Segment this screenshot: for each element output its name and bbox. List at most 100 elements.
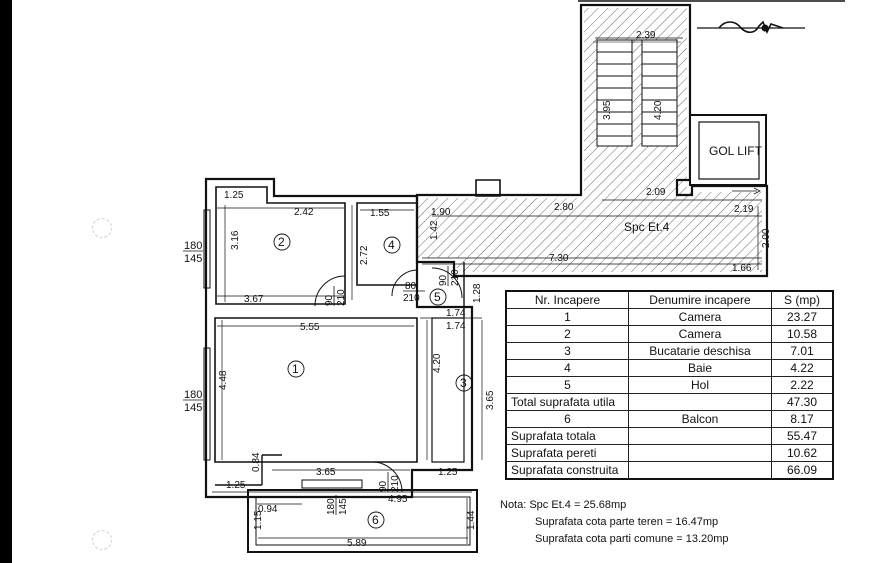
cell-name: Balcon [628, 410, 772, 428]
dim-r1-partition: 4.20 [432, 353, 443, 373]
table-row: 6 Balcon 8.17 [505, 410, 834, 428]
dim-r2-width: 2.42 [294, 207, 314, 218]
stair-steps [593, 39, 681, 147]
svg-text:4: 4 [388, 238, 395, 252]
cell-area: 8.17 [771, 410, 834, 428]
dim-corr-b: 2.80 [554, 202, 574, 213]
dim-outer-bottom: 4.95 [388, 494, 408, 505]
table-row: Suprafata pereti 10.62 [505, 444, 834, 462]
dim-r1-height: 4.48 [218, 370, 229, 390]
col-header-area: S (mp) [771, 290, 834, 309]
svg-text:210: 210 [403, 293, 420, 304]
dim-r2-bottom: 3.67 [244, 294, 264, 305]
cell-nr: Suprafata totala [505, 427, 629, 445]
table-row: 1 Camera 23.27 [505, 308, 834, 326]
area-table: Nr. Incapere Denumire incapere S (mp) 1 … [505, 290, 834, 480]
svg-text:5: 5 [434, 290, 441, 304]
door-label-d1: 90 210 [378, 472, 401, 492]
svg-text:2: 2 [278, 235, 285, 249]
cell-nr: 6 [505, 410, 629, 428]
dim-r1-bottom: 3.65 [316, 467, 336, 478]
door-label-d4: 80 210 [403, 281, 425, 304]
cell-nr: Suprafata construita [505, 461, 629, 480]
cell-nr: 5 [505, 376, 629, 394]
cell-area: 23.27 [771, 308, 834, 326]
plan-sheet: 2.39 3.95 4.20 GOL LIFT Spc Et.4 1.90 2.… [12, 0, 878, 563]
stair-width-label: 2.39 [636, 30, 656, 41]
window-label-balcony: 180 145 [326, 495, 349, 515]
svg-text:1: 1 [292, 362, 299, 376]
svg-text:145: 145 [338, 498, 349, 515]
dim-balcony-width: 5.89 [347, 538, 367, 549]
note-line-2: Suprafata cota parte teren = 16.47mp [535, 516, 719, 528]
svg-text:145: 145 [184, 402, 202, 414]
cell-nr: 3 [505, 342, 629, 360]
dim-corr-bottom-right: 1.66 [732, 263, 752, 274]
table-row: 5 Hol 2.22 [505, 376, 834, 394]
dim-r3-top-a: 1.74 [446, 308, 466, 319]
stairwell-zone [415, 3, 769, 278]
svg-text:3: 3 [460, 376, 467, 390]
dim-corr-a: 1.90 [431, 207, 451, 218]
dim-r3-top-b: 1.74 [446, 321, 466, 332]
svg-text:210: 210 [390, 475, 401, 492]
dim-r1-small: 0.84 [251, 452, 262, 472]
cell-nr: 2 [505, 325, 629, 343]
cell-nr: 1 [505, 308, 629, 326]
cell-nr: Total suprafata utila [505, 393, 629, 411]
window-upper [203, 209, 211, 289]
svg-text:210: 210 [450, 269, 461, 286]
col-header-nr: Nr. Incapere [505, 290, 629, 309]
dim-r5-height: 1.28 [472, 283, 483, 303]
door-swings [314, 267, 463, 493]
cell-area: 4.22 [771, 359, 834, 377]
cell-name: Baie [628, 359, 772, 377]
table-row: Suprafata totala 55.47 [505, 427, 834, 445]
window-lower [203, 347, 211, 461]
dim-balcony-height-left: 1.15 [253, 510, 264, 530]
note-line-3: Suprafata cota parti comune = 13.20mp [535, 533, 729, 545]
table-row: 3 Bucatarie deschisa 7.01 [505, 342, 834, 360]
stair-flight-left-label: 3.95 [602, 100, 613, 120]
dim-balcony-height-right: 1.44 [466, 510, 477, 530]
dim-r4-height: 2.72 [359, 245, 370, 265]
svg-text:180: 180 [326, 498, 337, 515]
window-label-lower: 180 145 [183, 389, 203, 414]
binder-hole [92, 218, 112, 238]
svg-text:80: 80 [405, 281, 417, 292]
svg-text:180: 180 [184, 389, 202, 401]
notes-block: Nota: Spc Et.4 = 25.68mp Suprafata cota … [500, 497, 729, 548]
cell-name: Camera [628, 325, 772, 343]
dim-corr-height-right: 2.00 [761, 228, 772, 248]
col-header-name: Denumire incapere [628, 290, 772, 309]
cell-area: 2.22 [771, 376, 834, 394]
cell-name [628, 461, 772, 480]
binder-hole [92, 530, 112, 550]
stair-flight-right-label: 4.20 [653, 100, 664, 120]
cell-area: 66.09 [771, 461, 834, 480]
svg-text:90: 90 [378, 480, 389, 492]
cell-area: 7.01 [771, 342, 834, 360]
door-label-d5: 90 210 [438, 266, 461, 286]
dim-r2-height: 3.16 [230, 230, 241, 250]
table-row: 4 Baie 4.22 [505, 359, 834, 377]
room-marker-4: 4 [383, 236, 401, 254]
dim-r1-top: 5.55 [300, 322, 320, 333]
dim-corr-height-left: 1.42 [429, 220, 440, 240]
window-label-upper: 180 145 [183, 240, 203, 265]
cell-name: Bucatarie deschisa [628, 342, 772, 360]
cell-nr: Suprafata pereti [505, 444, 629, 462]
svg-text:90: 90 [438, 274, 449, 286]
svg-text:6: 6 [372, 513, 379, 527]
north-arrow-icon [697, 20, 805, 34]
dim-r1-bottom-left: 1.25 [226, 480, 246, 491]
dim-r3-height: 3.65 [485, 390, 496, 410]
dim-balcony-left: 0.94 [258, 504, 278, 515]
cell-name [628, 427, 772, 445]
floor-plan: 2.39 3.95 4.20 GOL LIFT Spc Et.4 1.90 2.… [183, 0, 845, 553]
svg-text:180: 180 [184, 240, 202, 252]
table-row: 2 Camera 10.58 [505, 325, 834, 343]
room-marker-6: 6 [367, 511, 385, 529]
cell-area: 55.47 [771, 427, 834, 445]
dimension-lines [212, 37, 762, 544]
